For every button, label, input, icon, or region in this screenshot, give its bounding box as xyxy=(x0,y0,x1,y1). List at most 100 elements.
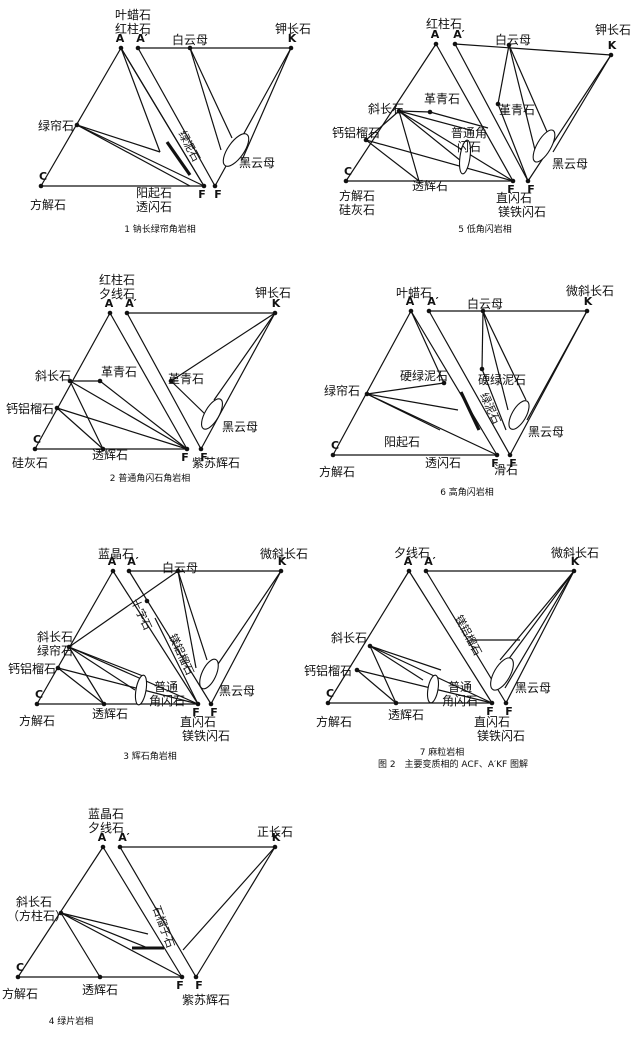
vertex-f-label: F xyxy=(527,183,535,196)
vertex-point xyxy=(507,452,513,458)
vertex-f-label: F xyxy=(509,457,517,470)
tie-line xyxy=(481,368,507,431)
tie-line xyxy=(356,669,493,704)
vertex-a-prime-label: A′ xyxy=(424,555,436,568)
mineral-label: 钙铝榴石 xyxy=(6,401,54,416)
vertex-c-label: C xyxy=(331,439,339,452)
akf-edge-kf xyxy=(505,570,575,704)
vertex-a-prime-label: A′ xyxy=(136,32,148,45)
mineral-label: 夕线石 xyxy=(394,546,430,560)
mineral-label: 阳起石 xyxy=(136,186,172,200)
akf-edge-af xyxy=(119,846,197,978)
mineral-label: 角闪石 xyxy=(442,694,478,708)
mineral-point xyxy=(427,109,433,115)
mineral-point xyxy=(441,380,447,386)
tie-line xyxy=(99,380,188,450)
caption-label: 2 普通角闪石角岩相 xyxy=(110,472,191,484)
mineral-point xyxy=(354,667,360,673)
vertex-a-prime-label: A′ xyxy=(453,28,465,41)
caption-label: 4 绿片岩相 xyxy=(49,1015,94,1027)
tie-line xyxy=(366,393,498,456)
vertex-f-label: F xyxy=(195,979,203,992)
mineral-label: 黑云母 xyxy=(552,157,588,171)
mineral-point xyxy=(144,598,150,604)
tie-line xyxy=(482,310,509,411)
mineral-label: 斜长石 xyxy=(16,895,52,909)
acf-edge-ac xyxy=(36,570,114,705)
mineral-label: 直闪石 xyxy=(496,191,532,205)
mineral-point xyxy=(187,45,193,51)
mineral-label: 白云母 xyxy=(172,32,208,47)
tie-line xyxy=(398,110,420,182)
tie-line xyxy=(189,47,222,151)
tie-line xyxy=(69,380,104,450)
tie-line xyxy=(241,47,292,161)
mineral-label: 透辉石 xyxy=(412,179,448,193)
mineral-label: 斜长石 xyxy=(37,630,73,644)
vertex-f-label: F xyxy=(491,457,499,470)
tie-line xyxy=(76,124,205,187)
vertex-a-label: A xyxy=(431,28,440,41)
tie-line xyxy=(57,667,199,705)
biotite-field xyxy=(199,658,219,690)
tie-line xyxy=(497,103,529,182)
acf-edge-af xyxy=(410,310,498,456)
tie-line xyxy=(60,912,183,978)
mineral-label: 红柱石 xyxy=(426,16,462,31)
tie-line xyxy=(68,646,144,677)
tie-line xyxy=(366,393,459,411)
vertex-a-prime-label: A′ xyxy=(118,831,130,844)
mineral-label: 斜长石 xyxy=(35,369,71,383)
mineral-point xyxy=(101,701,107,707)
akf-edge-kf xyxy=(195,846,276,978)
mineral-label: 方解石 xyxy=(19,713,55,728)
mineral-label: 微斜长石 xyxy=(551,546,599,560)
tie-line xyxy=(365,139,420,182)
mineral-point xyxy=(74,122,80,128)
tie-line xyxy=(499,570,575,661)
vertex-point xyxy=(110,568,116,574)
mineral-label: 钾长石 xyxy=(275,22,311,36)
akf-edge-ak xyxy=(454,43,612,56)
mineral-point xyxy=(55,665,61,671)
mineral-label: 硬绿泥石 xyxy=(478,372,526,387)
mineral-label: 斜长石 xyxy=(331,631,367,645)
hornblende-field xyxy=(458,139,472,175)
acf-edge-af xyxy=(109,312,188,450)
mineral-label: 滑石 xyxy=(494,463,518,477)
tie-line xyxy=(508,44,549,135)
vertex-f-label: F xyxy=(214,188,222,201)
band-label: 镁铝榴石 xyxy=(452,612,485,657)
vertex-point xyxy=(117,844,123,850)
mineral-label: （方柱石） xyxy=(7,908,67,923)
mineral-label: 透辉石 xyxy=(388,708,424,722)
tie-line xyxy=(60,912,149,935)
mineral-label: 方解石 xyxy=(316,714,352,729)
mineral-label: 黑云母 xyxy=(515,681,551,695)
tie-line xyxy=(526,310,588,421)
mineral-label: 方解石 xyxy=(319,464,355,479)
mineral-label: 夕线石 xyxy=(99,287,135,301)
mineral-point xyxy=(54,405,60,411)
caption-label: 5 低角闪岩相 xyxy=(458,223,512,235)
vertex-point xyxy=(325,700,331,706)
tie-line xyxy=(429,111,489,129)
akf-edge-af xyxy=(137,47,216,187)
tie-line xyxy=(69,380,188,450)
vertex-k-label: K xyxy=(272,297,281,310)
mineral-label: 阳起石 xyxy=(384,435,420,449)
mineral-label: 钙铝榴石 xyxy=(8,661,56,676)
mineral-point xyxy=(97,974,103,980)
mineral-point xyxy=(393,700,399,706)
mineral-label: 微斜长石 xyxy=(566,284,614,298)
vertex-a-prime-label: A′ xyxy=(125,297,137,310)
mineral-point xyxy=(364,391,370,397)
tie-line xyxy=(398,110,471,131)
mineral-label: 绿帘石 xyxy=(37,643,73,658)
mineral-point xyxy=(506,42,512,48)
acf-edge-ac xyxy=(345,43,437,182)
vertex-point xyxy=(107,310,113,316)
